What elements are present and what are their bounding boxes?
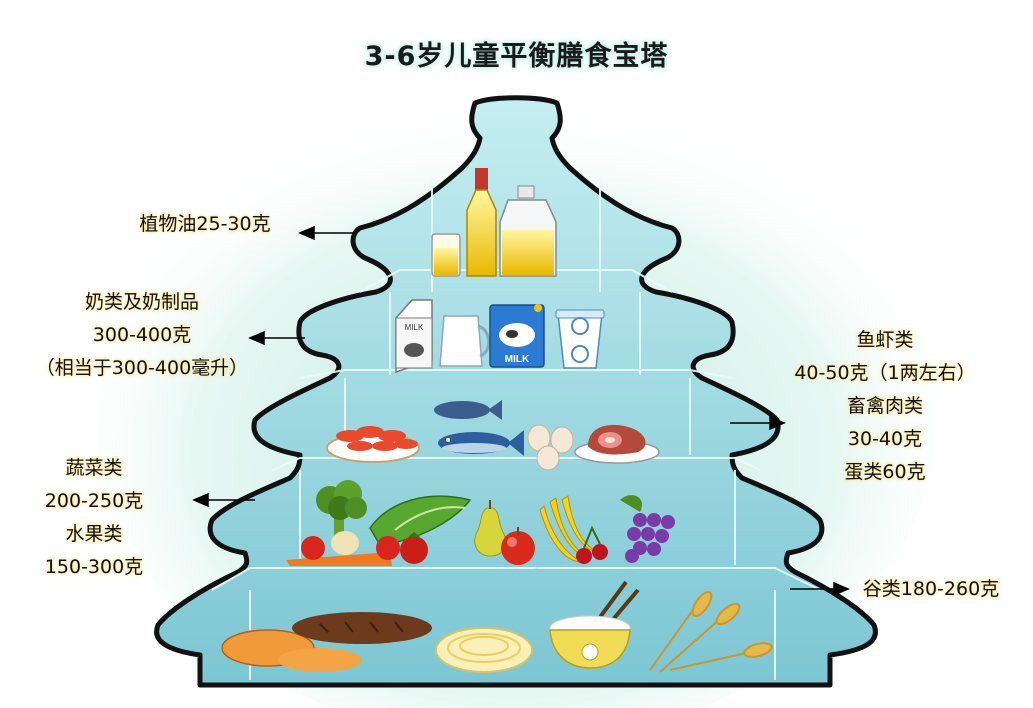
tomato-icon bbox=[301, 532, 428, 564]
grape-icon bbox=[620, 495, 675, 563]
rice-bowl-icon bbox=[549, 580, 640, 669]
oil-bottle-icon bbox=[466, 168, 497, 277]
svg-text:MILK: MILK bbox=[405, 323, 424, 332]
apple-icon bbox=[501, 527, 535, 565]
tier-lines bbox=[211, 178, 821, 680]
label-grain: 谷类180-260克 bbox=[846, 573, 1016, 606]
eggs-icon bbox=[527, 424, 574, 471]
bread-icon bbox=[221, 612, 432, 672]
cherry-icon bbox=[576, 525, 608, 564]
oil-jug-icon bbox=[499, 185, 557, 277]
wheat-icon bbox=[649, 591, 773, 673]
label-line: 150-300克 bbox=[44, 556, 144, 578]
ham-plate-icon bbox=[574, 424, 660, 464]
label-line: 300-400克 bbox=[92, 324, 192, 346]
milk-carton-icon: MILK bbox=[395, 299, 433, 374]
milk-pitcher-icon bbox=[439, 315, 491, 367]
label-line: 40-50克（1两左右） bbox=[794, 362, 976, 384]
label-line: 水果类 bbox=[65, 523, 123, 545]
page-title: 3-6岁儿童平衡膳食宝塔 bbox=[364, 41, 669, 72]
label-line: 蔬菜类 bbox=[65, 457, 123, 479]
label-oil: 植物油25-30克 bbox=[110, 208, 300, 241]
noodles-icon bbox=[435, 627, 533, 673]
juice-glass-icon bbox=[431, 233, 461, 277]
label-line: 蛋类60克 bbox=[844, 461, 926, 483]
label-line: 植物油25-30克 bbox=[139, 213, 271, 235]
label-line: 鱼虾类 bbox=[856, 329, 914, 351]
carrot-icon bbox=[286, 552, 392, 566]
svg-text:MILK: MILK bbox=[505, 354, 530, 365]
label-line: （相当于300-400毫升） bbox=[35, 357, 249, 379]
broccoli-icon bbox=[316, 480, 367, 542]
fish-icon bbox=[434, 400, 524, 456]
shrimp-plate-icon bbox=[326, 426, 420, 463]
milk-box-icon: MILK bbox=[489, 304, 545, 368]
label-dairy: 奶类及奶制品 300-400克 （相当于300-400毫升） bbox=[22, 286, 262, 385]
label-line: 200-250克 bbox=[44, 490, 144, 512]
label-line: 谷类180-260克 bbox=[862, 578, 1000, 600]
label-produce: 蔬菜类 200-250克 水果类 150-300克 bbox=[14, 452, 174, 584]
label-meat: 鱼虾类 40-50克（1两左右） 畜禽肉类 30-40克 蛋类60克 bbox=[760, 324, 1010, 489]
label-line: 30-40克 bbox=[847, 428, 923, 450]
yogurt-cup-icon bbox=[555, 309, 605, 369]
pear-icon bbox=[474, 500, 506, 557]
arrows bbox=[192, 225, 850, 597]
label-line: 奶类及奶制品 bbox=[84, 291, 199, 313]
label-line: 畜禽肉类 bbox=[846, 395, 923, 417]
